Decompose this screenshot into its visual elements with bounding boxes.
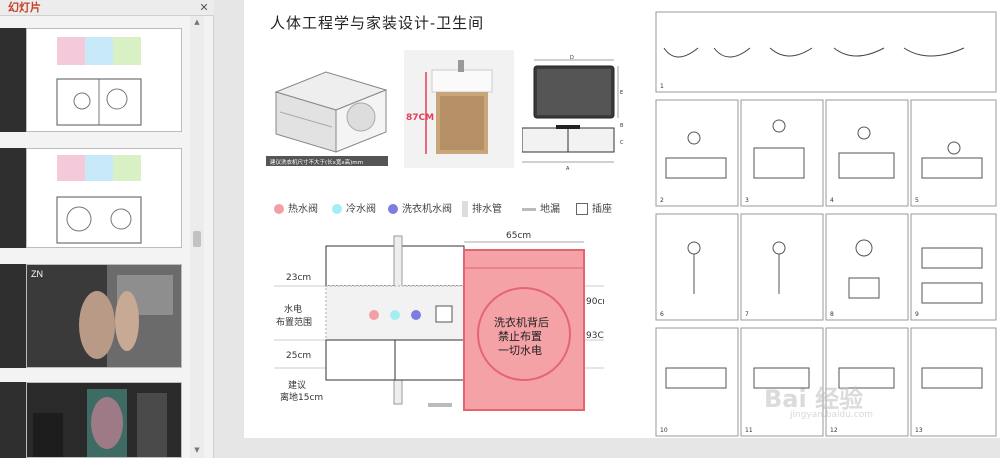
- laundry-elevation-diagram: 23cm 水电 布置范围 25cm 建议 离地15cm 65c: [274, 231, 604, 411]
- svg-text:布置范围: 布置范围: [276, 316, 312, 328]
- floorplan-thumbnail: [56, 37, 142, 126]
- dim-65cm: 65cm: [506, 231, 531, 241]
- close-icon[interactable]: ✕: [199, 1, 209, 14]
- dim-93cm: 93CM: [586, 331, 604, 341]
- slide-thumbnail-panel: 幻灯片 ✕: [0, 0, 214, 458]
- washer-note-line-3: 一切水电: [498, 344, 542, 357]
- dim-23cm: 23cm: [286, 273, 311, 283]
- washer-cabinet-drawing: 建议洗衣机尺寸不大于(长x宽x高)mm: [266, 71, 388, 166]
- legend-floor-drain: 地漏: [522, 200, 560, 215]
- photo-caption: 建议洗衣机尺寸不大于(长x宽x高)mm: [270, 158, 363, 166]
- photo-thumbnail: [27, 383, 181, 457]
- slide-preview: ZN: [26, 264, 182, 368]
- panel-scrollbar[interactable]: ▲ ▼: [190, 16, 204, 458]
- svg-text:4: 4: [830, 197, 834, 204]
- vanity-photo: 87CM: [404, 50, 514, 168]
- scroll-down-icon[interactable]: ▼: [194, 446, 200, 454]
- svg-text:10: 10: [660, 427, 668, 434]
- slide-preview: [26, 382, 182, 458]
- legend-washer-valve: 洗衣机水阀: [388, 200, 452, 215]
- cabinet-height-label: 87CM: [406, 113, 434, 123]
- watermark-url: jingyan.baidu.com: [790, 410, 874, 420]
- washer-note-line-1: 洗衣机背后: [494, 315, 549, 329]
- svg-text:12: 12: [830, 427, 838, 434]
- hot-valve-icon: [274, 204, 284, 214]
- panel-header: 幻灯片 ✕: [0, 0, 214, 16]
- svg-text:11: 11: [745, 427, 753, 434]
- svg-text:ZN: ZN: [31, 269, 43, 279]
- cold-valve-icon: [332, 204, 342, 214]
- scroll-thumb[interactable]: [193, 231, 201, 247]
- slide-preview: [26, 148, 182, 248]
- slide-indicator-bar: [0, 148, 26, 248]
- slide-indicator-bar: [0, 28, 26, 132]
- dim-25cm: 25cm: [286, 351, 311, 361]
- svg-text:6: 6: [660, 311, 664, 318]
- washer-valve-icon: [388, 204, 398, 214]
- watermark: Bai 经验: [764, 385, 864, 413]
- scroll-up-icon[interactable]: ▲: [194, 18, 200, 26]
- svg-text:离地15cm: 离地15cm: [280, 391, 323, 403]
- svg-text:5: 5: [915, 197, 919, 204]
- svg-text:3: 3: [745, 197, 749, 204]
- svg-text:E: E: [620, 90, 623, 96]
- drain-pipe-icon: [462, 201, 468, 217]
- slide-thumbnail-4[interactable]: [0, 382, 190, 458]
- slide-thumbnail-1[interactable]: [0, 28, 190, 132]
- svg-text:C: C: [620, 140, 624, 146]
- slide-thumbnail-2[interactable]: [0, 148, 190, 248]
- legend-cold-valve: 冷水阀: [332, 200, 376, 215]
- dim-90cm: 90cm: [586, 297, 604, 307]
- svg-text:2: 2: [660, 197, 664, 204]
- socket-icon: [576, 203, 588, 215]
- slide-thumbnail-3[interactable]: ZN: [0, 264, 190, 368]
- floor-drain-icon: [522, 207, 536, 211]
- slide-preview: [26, 28, 182, 132]
- floorplan-thumbnail: [56, 155, 142, 244]
- ergonomics-reference-grid: 1 2 3 4 5 6 7 8 9 10 11 12 13: [655, 11, 997, 437]
- panel-title: 幻灯片: [8, 1, 41, 14]
- slide-indicator-bar: [0, 264, 26, 368]
- svg-text:9: 9: [915, 311, 919, 318]
- svg-text:7: 7: [745, 311, 749, 318]
- slide-title: 人体工程学与家装设计-卫生间: [270, 14, 485, 32]
- svg-text:水电: 水电: [284, 303, 302, 315]
- svg-text:B: B: [620, 123, 624, 129]
- legend-hot-valve: 热水阀: [274, 200, 318, 215]
- svg-text:13: 13: [915, 427, 923, 434]
- svg-text:建议: 建议: [288, 379, 306, 391]
- slide-canvas[interactable]: 人体工程学与家装设计-卫生间 建议洗衣机尺寸不大于(长x宽x高)mm 87CM: [244, 0, 1000, 438]
- photo-thumbnail: ZN: [27, 265, 181, 367]
- svg-text:8: 8: [830, 311, 834, 318]
- legend-socket: 插座: [576, 200, 612, 215]
- legend-drain-pipe: 排水管: [462, 200, 502, 217]
- slide-indicator-bar: [0, 382, 26, 458]
- washer-note-line-2: 禁止布置: [498, 330, 542, 343]
- mirror-cabinet-drawing: D E B C A: [522, 55, 624, 172]
- svg-text:D: D: [570, 55, 574, 61]
- svg-text:1: 1: [660, 83, 664, 90]
- svg-text:A: A: [566, 166, 570, 172]
